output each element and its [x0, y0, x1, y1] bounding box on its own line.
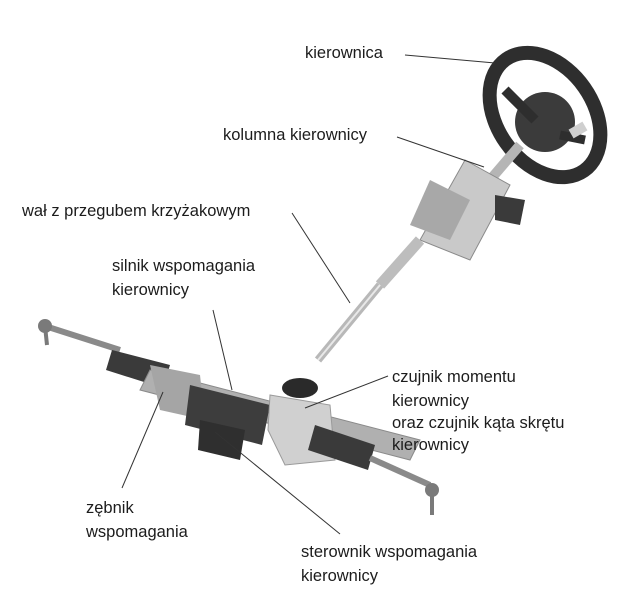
label-assist-motor-line2: kierownicy — [112, 281, 190, 299]
intermediate-shaft — [314, 282, 384, 363]
label-steering-wheel: kierownica — [305, 44, 383, 62]
label-assist-pinion-line2: wspomagania — [86, 523, 188, 541]
label-torque-sensor-line2: kierownicy — [392, 392, 470, 410]
steering-column — [375, 141, 525, 289]
steering-wheel — [482, 45, 608, 185]
label-steering-column: kolumna kierownicy — [223, 126, 367, 144]
label-assist-pinion-line1: zębnik — [86, 499, 134, 517]
label-controller: sterownik wspomagania kierownicy — [301, 541, 477, 587]
label-universal-joint-shaft: wał z przegubem krzyżakowym — [22, 202, 251, 220]
label-controller-line2: kierownicy — [301, 567, 379, 585]
steering-rack — [38, 319, 439, 515]
label-assist-motor: silnik wspomagania kierownicy — [112, 255, 255, 301]
label-torque-sensor: czujnik momentu kierownicy oraz czujnik … — [392, 366, 564, 456]
label-assist-motor-line1: silnik wspomagania — [112, 257, 256, 275]
label-controller-line1: sterownik wspomagania — [301, 543, 478, 561]
leader-lines — [121, 54, 496, 535]
label-torque-sensor-line3: oraz czujnik kąta skrętu — [392, 414, 565, 432]
label-torque-sensor-line1: czujnik momentu — [392, 368, 516, 386]
label-assist-pinion: zębnik wspomagania — [86, 497, 188, 543]
label-torque-sensor-line4: kierownicy — [392, 436, 470, 454]
